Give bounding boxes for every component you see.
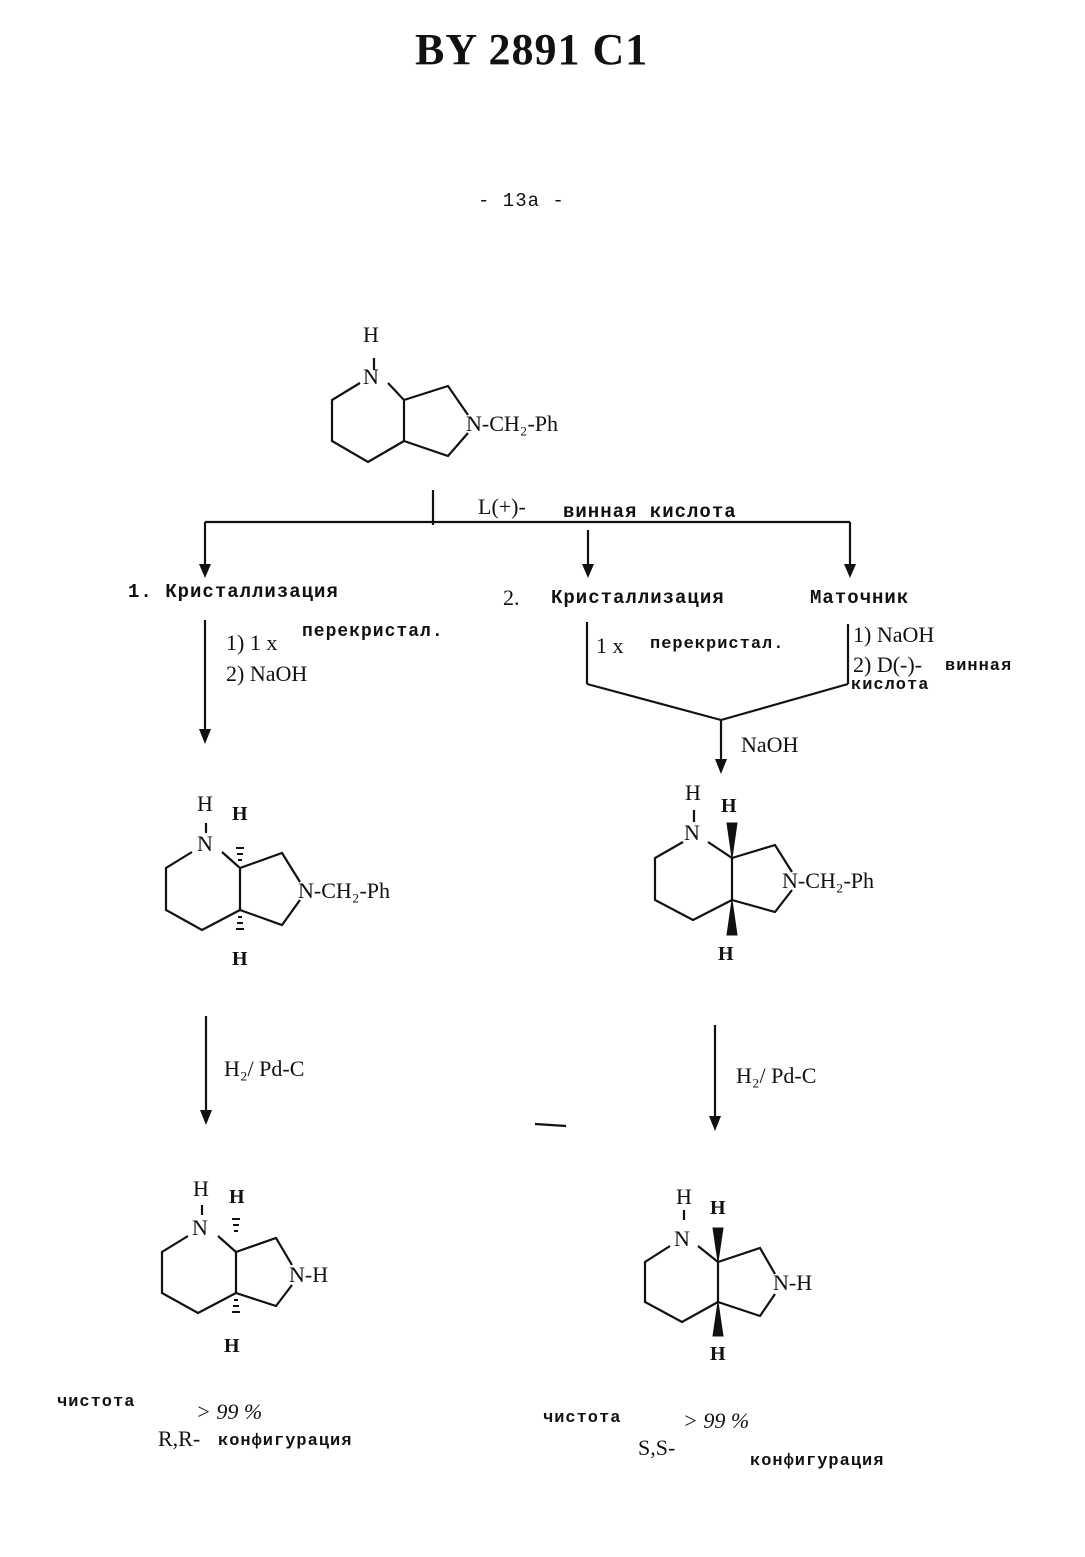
right-int-wedge-bottom (727, 900, 737, 935)
split-lines (199, 490, 856, 578)
split-right-arrowhead (844, 564, 856, 578)
left-prod-ring-nitrogen: N (192, 1217, 208, 1239)
right-int-six-ring (655, 842, 732, 920)
right-hydrogenation-arrowhead (709, 1116, 721, 1131)
start-six-ring (332, 383, 404, 462)
left-prod-six-ring (162, 1236, 236, 1313)
right-purity-word: чистота (543, 1410, 621, 1427)
right-int-six-ring-right (708, 842, 732, 900)
mother-liquor-step2-prefix: 2) D(-)- (853, 654, 922, 676)
left-prod-h-top: H (229, 1187, 245, 1207)
right-prod-wedge-bottom (713, 1302, 723, 1336)
right-int-nh-hydrogen: H (685, 782, 701, 804)
main-reagent-name: винная кислота (563, 503, 737, 522)
left-int-six-ring (166, 852, 240, 930)
left-int-five-ring-bottom (240, 900, 300, 925)
merge-right-diagonal (721, 684, 848, 720)
left-int-h-bottom: H (232, 949, 248, 969)
start-six-ring-right (388, 383, 404, 441)
start-benzyl-amine: N-CH₂-Ph (466, 413, 558, 435)
right-int-h-top: H (721, 796, 737, 816)
right-prod-nh-hydrogen: H (676, 1186, 692, 1208)
right-prod-h-top: H (710, 1198, 726, 1218)
left-purity-value: > 99 % (196, 1401, 262, 1423)
left-int-six-ring-right (222, 852, 240, 910)
left-config-word: конфигурация (218, 1433, 352, 1450)
right-int-wedge-top (727, 823, 737, 858)
right-prod-ring-nh: N-H (773, 1272, 812, 1294)
scan-mark (535, 1124, 566, 1126)
right-int-h-bottom: H (718, 944, 734, 964)
left-int-five-ring-top (240, 853, 300, 882)
left-prod-five-ring-top (236, 1238, 292, 1265)
split-mid-arrowhead (582, 564, 594, 578)
left-prod-six-ring-right (218, 1236, 236, 1293)
mother-liquor-step2-word: винная (945, 658, 1012, 675)
branch1-step2: 2) NaOH (226, 663, 307, 685)
right-prod-five-ring-top (718, 1248, 775, 1274)
start-ring-nitrogen: N (363, 366, 379, 388)
start-five-ring-top (404, 386, 468, 415)
left-intermediate-skeleton (166, 823, 300, 930)
right-prod-h-bottom: H (710, 1344, 726, 1364)
right-int-ring-nitrogen: N (684, 822, 700, 844)
left-hydrogenation-arrowhead (200, 1110, 212, 1125)
left-purity-word: чистота (57, 1394, 135, 1411)
branch2-recryst-word: перекристал. (650, 636, 784, 653)
left-branch-arrowhead (199, 729, 211, 744)
right-prod-wedge-top (713, 1228, 723, 1262)
left-int-benzyl-amine: N-CH₂-Ph (298, 880, 390, 902)
right-intermediate-skeleton (655, 810, 792, 935)
branch1-step1-num: 1) 1 x (226, 632, 277, 654)
start-five-ring-bottom (404, 433, 468, 456)
right-prod-six-ring-right (698, 1246, 718, 1302)
branch2-heading-num: 2. (503, 587, 520, 609)
merge-arrowhead (715, 759, 727, 774)
left-hydrogenation-reagent: H₂/ Pd-C (224, 1058, 304, 1080)
start-compound-skeleton (332, 358, 468, 462)
split-left-arrowhead (199, 564, 211, 578)
right-config-prefix: S,S- (638, 1437, 675, 1459)
left-prod-five-ring-bottom (236, 1285, 292, 1306)
left-prod-ring-nh: N-H (289, 1264, 328, 1286)
mother-liquor-heading: Маточник (810, 589, 909, 608)
branch2-heading-word: Кристаллизация (551, 589, 725, 608)
merge-reagent: NaOH (741, 734, 798, 756)
right-purity-value: > 99 % (683, 1410, 749, 1432)
merge-left-diagonal (587, 684, 721, 720)
left-int-h-top: H (232, 804, 248, 824)
left-product-skeleton (162, 1205, 292, 1313)
right-prod-five-ring-bottom (718, 1294, 775, 1316)
right-product-skeleton (645, 1210, 775, 1336)
branch1-heading: 1. Кристаллизация (128, 583, 339, 602)
left-config-prefix: R,R- (158, 1428, 200, 1450)
right-hydrogenation-reagent: H₂/ Pd-C (736, 1065, 816, 1087)
branch1-step1-word: перекристал. (302, 623, 444, 641)
left-int-nh-hydrogen: H (197, 793, 213, 815)
main-reagent-prefix: L(+)- (478, 496, 526, 518)
right-int-five-ring-bottom (732, 890, 792, 912)
mother-liquor-step2-word2: кислота (851, 677, 929, 694)
right-prod-ring-nitrogen: N (674, 1228, 690, 1250)
mother-liquor-step1: 1) NaOH (853, 624, 934, 646)
left-prod-h-bottom: H (224, 1336, 240, 1356)
right-prod-six-ring (645, 1246, 718, 1322)
start-nh-hydrogen: H (363, 324, 379, 346)
left-int-ring-nitrogen: N (197, 833, 213, 855)
right-int-benzyl-amine: N-CH₂-Ph (782, 870, 874, 892)
right-config-word: конфигурация (750, 1453, 884, 1470)
branch2-recryst-num: 1 x (596, 635, 624, 657)
left-prod-nh-hydrogen: H (193, 1178, 209, 1200)
